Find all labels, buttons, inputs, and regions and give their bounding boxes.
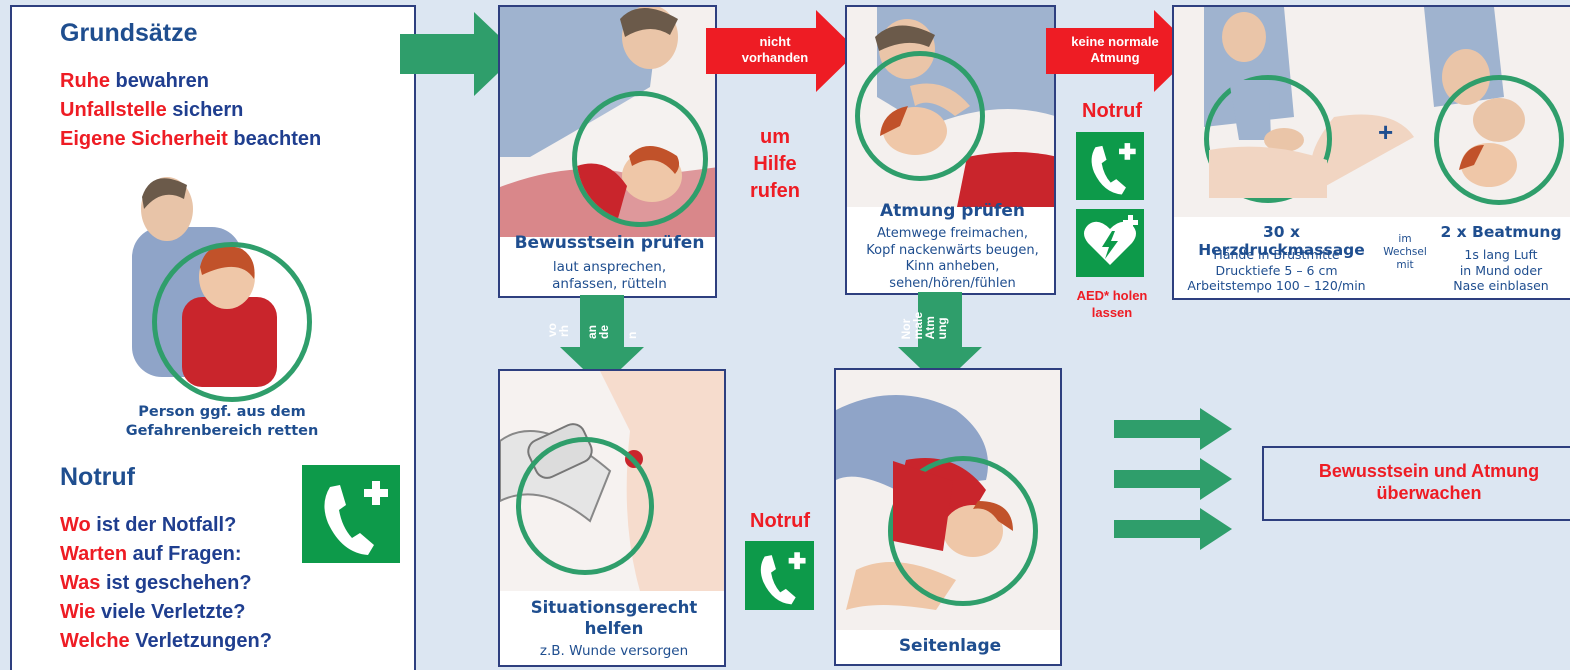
step-help: Situationsgerecht helfen z.B. Wunde vers… [498,369,726,667]
principles-list: Ruhe bewahren Unfallstelle sichern Eigen… [60,67,321,154]
monitor-box: Bewusstsein und Atmung überwachen [1262,446,1570,521]
question-item: Was ist geschehen? [60,572,252,594]
monitor-text: Bewusstsein und Atmung überwachen [1318,461,1540,503]
alternate-text: im Wechsel mit [1383,233,1427,271]
consciousness-text: laut ansprechen, anfassen, rütteln [552,259,667,292]
step-recovery: Seitenlage [834,368,1062,666]
arrow-present: vo rh an de n [545,295,644,387]
principle-item: Ruhe bewahren [60,70,209,92]
help-title: Situationsgerecht helfen [530,598,698,638]
recovery-title: Seitenlage [898,636,1002,656]
question-item: Warten auf Fragen: [60,543,242,565]
principle-item: Eigene Sicherheit beachten [60,128,322,150]
step-cpr: + 30 x Herzdruckmassage Hände in Brustmi… [1172,5,1570,300]
emergency-call-sign [302,465,400,563]
ventilation-ring [1434,75,1564,205]
emergency-call-sign [745,541,814,610]
start-arrow [400,12,520,96]
compression-text: Hände in Brustmitte Drucktiefe 5 – 6 cm … [1187,247,1366,293]
arrow-not-present: nicht vorhanden [706,10,860,92]
rescue-caption: Person ggf. aus dem Gefahrenbereich rett… [125,404,319,439]
rescue-illustration [122,167,322,402]
question-item: Wo ist der Notfall? [60,514,237,536]
step-breathing: Atmung prüfen Atemwege freimachen, Kopf … [845,5,1056,295]
help-text: z.B. Wunde versorgen [539,643,689,659]
recovery-ring [888,456,1038,606]
breathing-title: Atmung prüfen [880,201,1025,221]
aed-sign [1076,209,1144,277]
ventilation-text: 1s lang Luft in Mund oder Nase einblasen [1453,247,1549,293]
question-item: Wie viele Verletzte? [60,601,246,623]
plus-sign: + [1378,117,1394,147]
notruf-label-top: Notruf [1082,100,1142,122]
notruf-heading: Notruf [60,463,135,491]
consciousness-title: Bewusstsein prüfen [514,233,705,253]
aed-label: AED* holen lassen [1076,288,1148,320]
step-consciousness: Bewusstsein prüfen laut ansprechen, anfa… [498,5,717,298]
ventilation-title: 2 x Beatmung [1440,223,1562,241]
principle-item: Unfallstelle sichern [60,99,244,121]
question-item: Welche Verletzungen? [60,630,272,652]
call-for-help-text: um Hilfe rufen [750,126,800,202]
monitor-arrows [1114,408,1234,550]
arrow-normal-breathing: Nor male Atm ung [898,292,982,387]
consciousness-ring [572,91,708,227]
principles-heading: Grundsätze [60,19,198,47]
notruf-label-bottom: Notruf [750,510,810,532]
compression-ring [1204,75,1332,203]
rescue-highlight-ring [152,242,312,402]
help-ring [516,437,654,575]
breathing-text: Atemwege freimachen, Kopf nackenwärts be… [866,226,1039,291]
arrow-no-normal-breathing: keine normale Atmung [1046,10,1198,92]
notruf-questions: Wo ist der Notfall? Warten auf Fragen: W… [60,511,272,656]
principles-panel: Grundsätze Ruhe bewahren Unfallstelle si… [10,5,416,670]
emergency-call-sign [1076,132,1144,200]
compression-title: 30 x Herzdruckmassage [1198,223,1365,259]
breathing-ring [855,51,985,181]
